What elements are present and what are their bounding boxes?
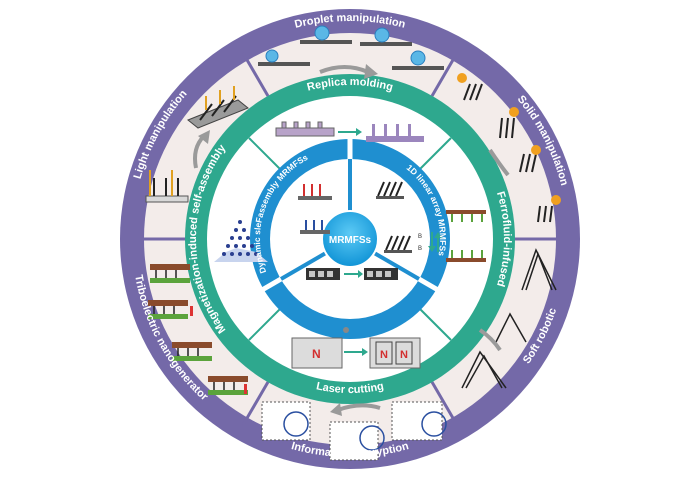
magnet-n-label-1: N	[312, 347, 321, 361]
linear-array-illustration	[376, 181, 412, 253]
dynamic-assembly-illustration	[298, 184, 332, 234]
center-label: MRMFSs	[329, 235, 372, 246]
ferrofluid-infused-illustration: B B	[418, 210, 486, 262]
information-encryption-illustration	[261, 401, 447, 461]
field-b2-glyph: B	[418, 246, 422, 252]
field-b1-glyph: B	[418, 234, 422, 240]
droplet-manipulation-illustration	[258, 25, 444, 79]
label-replica-molding: Replica molding	[306, 76, 394, 94]
label-laser-cutting: Laser cutting	[315, 380, 385, 396]
light-manipulation-illustration	[145, 86, 249, 203]
planar-array-illustration	[306, 268, 398, 280]
center-core: MRMFSs	[321, 210, 379, 268]
solid-manipulation-illustration	[457, 73, 561, 223]
magnet-n-label-3: N	[400, 349, 408, 361]
magnet-n-label-2: N	[380, 349, 388, 361]
self-assembly-cone-illustration	[214, 220, 268, 262]
triboelectric-illustration	[148, 264, 248, 395]
sector-dividers	[136, 52, 564, 426]
laser-cutting-illustration: N N N	[291, 327, 421, 369]
replica-molding-illustration	[275, 121, 424, 142]
soft-robotic-illustration	[461, 248, 557, 389]
